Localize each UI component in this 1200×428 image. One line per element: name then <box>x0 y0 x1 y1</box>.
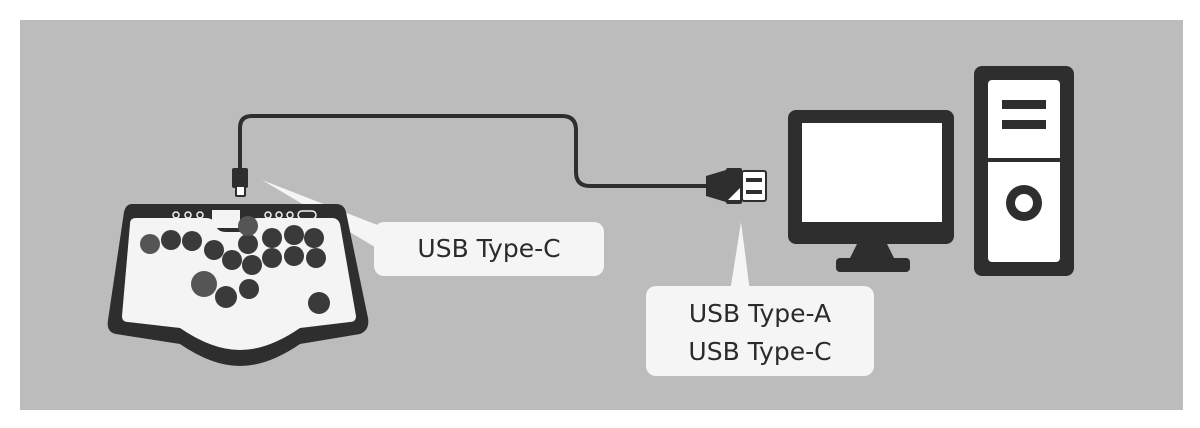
pc-monitor <box>788 110 954 272</box>
drive-bay-2 <box>1002 120 1046 129</box>
controller-action-buttons <box>140 216 330 314</box>
pc-tower <box>974 66 1074 276</box>
usb-a-plug <box>706 168 767 204</box>
callout-controller-port-text: USB Type-C <box>417 234 560 263</box>
callout-pc-port-line2: USB Type-C <box>688 337 831 366</box>
monitor-neck <box>848 242 896 262</box>
monitor-base <box>836 258 910 272</box>
usb-cable <box>238 114 712 188</box>
monitor-screen <box>802 123 942 222</box>
drive-bay-1 <box>1002 100 1046 109</box>
usb-c-plug <box>232 168 248 197</box>
controller-screen <box>212 210 240 228</box>
callout-pc-port-line1: USB Type-A <box>689 299 831 328</box>
callout-pc-port: USB Type-A USB Type-C <box>646 222 874 376</box>
controller-function-buttons <box>172 210 317 220</box>
arcade-controller <box>107 204 369 366</box>
